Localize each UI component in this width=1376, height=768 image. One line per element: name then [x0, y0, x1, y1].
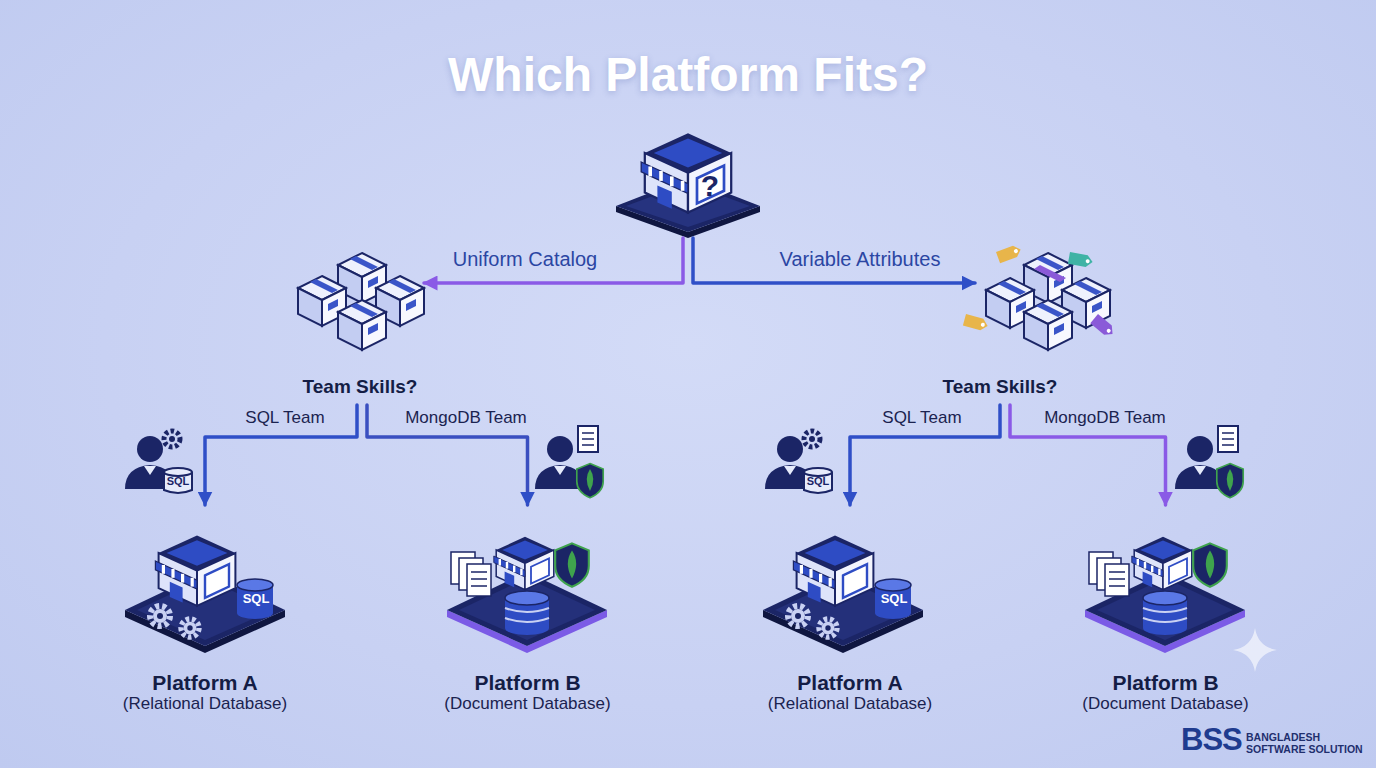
logo-text: BANGLADESH SOFTWARE SOLUTION: [1246, 731, 1376, 755]
flow-arrow: [367, 405, 528, 505]
node-title: ?: [695, 168, 725, 204]
sql-person-icon: [125, 431, 192, 493]
diagram-title: Which Platform Fits?: [0, 46, 1376, 104]
store-icon: [616, 133, 760, 238]
decision-node: Team Skills?: [975, 240, 1125, 405]
mongodb-person-icon: [1175, 426, 1243, 498]
uniform-boxes-icon: [298, 253, 424, 350]
node-title: Platform B: [1056, 670, 1276, 695]
flow-arrow: [1010, 405, 1166, 505]
node-title: Platform A: [95, 670, 315, 695]
node-title: Platform B: [418, 670, 638, 695]
icon-text: SQL: [243, 592, 270, 607]
store-node: ?: [615, 140, 761, 238]
variable-boxes-icon: [1068, 252, 1094, 268]
sparkle: [1233, 628, 1277, 672]
icon-text: SQL: [807, 475, 830, 488]
mongodb-person-icon: [535, 426, 603, 498]
sql-person-icon: [765, 431, 832, 493]
node-subtitle: (Relational Database): [730, 694, 970, 714]
edge-label: MongoDB Team: [1044, 408, 1166, 428]
uniform-boxes-icon: [338, 300, 386, 350]
platform-node: Platform A(Relational Database): [110, 505, 300, 720]
icon-text: SQL: [167, 475, 190, 488]
flow-arrow: [693, 238, 975, 283]
node-title: Team Skills?: [920, 376, 1080, 399]
variable-boxes-icon: [1034, 265, 1066, 282]
flow-arrow: [424, 238, 683, 283]
edge-label: SQL Team: [882, 408, 961, 428]
flow-arrow: [850, 405, 1000, 505]
flow-arrow: [205, 405, 357, 505]
store-icon: [641, 133, 731, 212]
variable-boxes-icon: [963, 314, 989, 332]
icon-text: SQL: [881, 592, 908, 607]
edge-label: MongoDB Team: [405, 408, 527, 428]
platform-node: Platform B(Document Database): [425, 505, 630, 720]
relational-platform-icon: [763, 535, 923, 653]
variable-boxes-icon: [1090, 314, 1116, 339]
edge-label: SQL Team: [245, 408, 324, 428]
document-platform-icon: [1085, 537, 1245, 653]
platform-node: Platform A(Relational Database): [750, 505, 950, 720]
variable-boxes-icon: [1024, 300, 1072, 350]
edge-label: Variable Attributes: [780, 248, 941, 271]
node-title: Team Skills?: [280, 376, 440, 399]
node-title: Platform A: [740, 670, 960, 695]
decision-node: Team Skills?: [296, 240, 424, 405]
node-subtitle: (Document Database): [1046, 694, 1286, 714]
logo-mark: BSS: [1181, 722, 1247, 758]
variable-boxes-icon: [996, 244, 1023, 263]
relational-platform-icon: [125, 535, 285, 653]
node-subtitle: (Relational Database): [85, 694, 325, 714]
document-platform-icon: [447, 537, 607, 653]
variable-boxes-icon: [963, 244, 1116, 350]
edge-label: Uniform Catalog: [453, 248, 598, 271]
platform-node: Platform B(Document Database): [1063, 505, 1268, 720]
node-subtitle: (Document Database): [408, 694, 648, 714]
